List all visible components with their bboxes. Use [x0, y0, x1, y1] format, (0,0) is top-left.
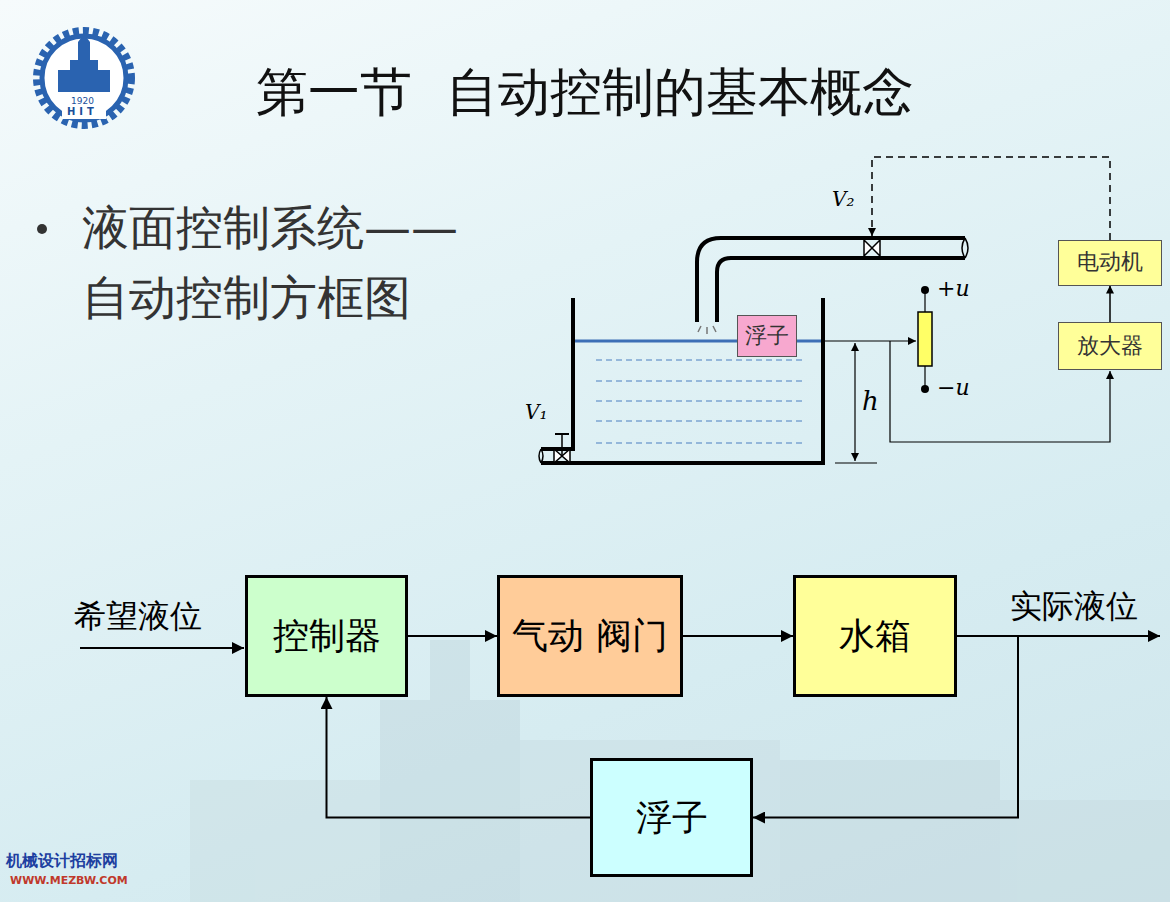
tank-wall [541, 298, 573, 449]
resistor-symbol [918, 312, 932, 366]
water-line [596, 401, 806, 402]
box-label: 浮子 [745, 323, 789, 349]
valve-handle [555, 433, 569, 435]
water-line [596, 443, 806, 444]
watermark: WWW.MEZBW.COM [10, 875, 128, 888]
building [190, 780, 380, 902]
device-box: 放大器 [1058, 322, 1162, 370]
box-label: 电动机 [1077, 249, 1143, 275]
device-box: 电动机 [1058, 240, 1162, 286]
water-line [596, 421, 806, 422]
input-arrow [80, 647, 244, 649]
water-surface [797, 340, 821, 343]
building [780, 760, 1000, 902]
valve-half [554, 449, 562, 463]
water-tank [539, 298, 823, 463]
valve-stem [561, 434, 563, 456]
bullet-text: 液面控制系统—— 自动控制方框图 [82, 193, 512, 333]
watermark: 机械设计招标网 [6, 852, 118, 870]
logo-gear [37, 31, 131, 125]
connector-arrow [1109, 286, 1111, 323]
logo-building [58, 34, 110, 92]
water-line [596, 360, 806, 361]
valve-half [872, 240, 880, 256]
mechanical-link [872, 157, 1110, 240]
slide-title: 第一节 自动控制的基本概念 [0, 58, 1170, 128]
float-rod [821, 340, 916, 341]
building [380, 700, 520, 902]
bullet-dot [37, 224, 47, 234]
building [520, 740, 780, 902]
signal-label: 希望液位 [74, 598, 202, 635]
wire [924, 292, 925, 312]
signal-name: −u [937, 375, 970, 400]
box-label: 气动 阀门 [512, 614, 667, 657]
process-box: 控制器 [245, 575, 408, 697]
connector-arrow [683, 635, 793, 637]
water-surface [575, 340, 737, 343]
valve-name: V₂ [832, 188, 854, 211]
process-box: 水箱 [793, 575, 957, 697]
connector-arrow [327, 697, 591, 818]
signal-label: 实际液位 [1010, 588, 1138, 625]
dimension-tick [835, 462, 877, 463]
process-box: 气动 阀门 [497, 575, 683, 697]
water-line [596, 381, 806, 382]
dimension-label: h [862, 387, 879, 417]
box-label: 水箱 [839, 614, 911, 657]
terminal-dot [921, 286, 929, 294]
valve-symbol [864, 240, 880, 256]
float-box: 浮子 [737, 315, 797, 357]
logo-band [62, 95, 106, 119]
wire [924, 366, 925, 386]
water-hatching [596, 360, 806, 443]
connector-arrow [408, 635, 497, 637]
valve-half [864, 240, 872, 256]
university-logo [37, 31, 131, 125]
building [1000, 800, 1170, 902]
building [430, 640, 470, 700]
tank-wall [541, 298, 823, 463]
connectors [327, 286, 1111, 818]
terminal-dot [921, 385, 929, 393]
box-label: 浮子 [636, 796, 708, 839]
valve-symbol [554, 434, 570, 463]
signal-name: +u [937, 276, 970, 301]
water-spray [698, 326, 716, 334]
logo-year: 1920 [71, 96, 94, 106]
pipe-wall [697, 238, 965, 322]
potentiometer-symbol [918, 286, 932, 393]
pipe-end [539, 449, 543, 463]
valve-half [562, 449, 570, 463]
process-box: 浮子 [590, 758, 753, 877]
box-label: 控制器 [273, 614, 381, 657]
box-label: 放大器 [1077, 333, 1143, 359]
pipe-end [962, 238, 968, 258]
dimension-line [854, 343, 855, 461]
valve-name: V₁ [525, 401, 547, 424]
logo-letters: HIT [67, 106, 98, 118]
